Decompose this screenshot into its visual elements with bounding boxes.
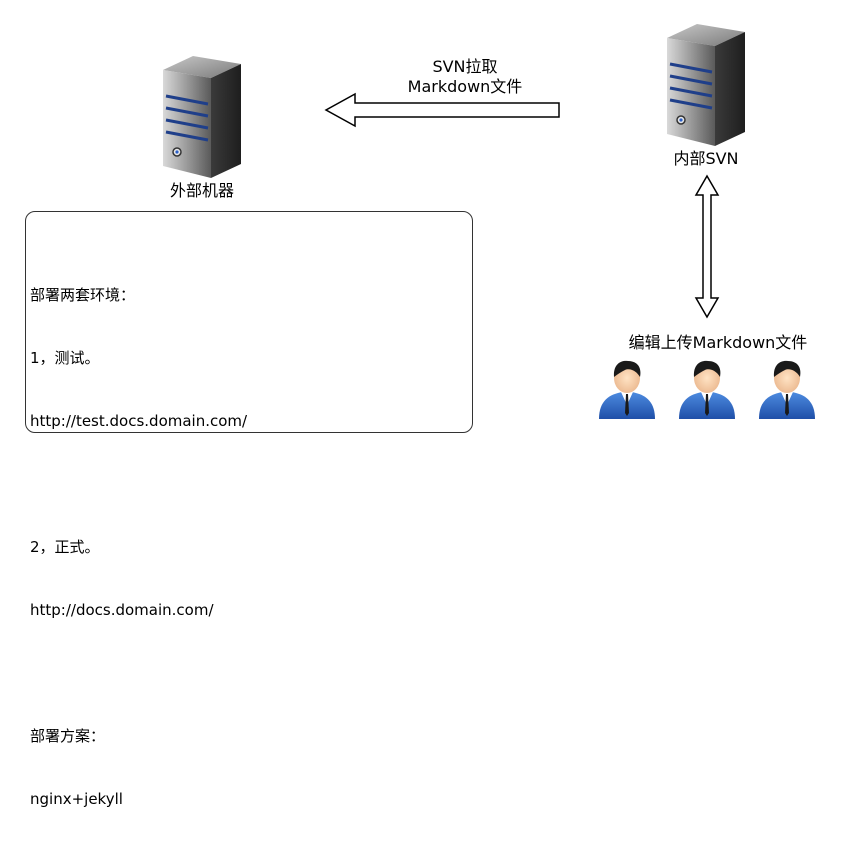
- pull-arrow-label-line2: Markdown文件: [407, 77, 523, 96]
- note-line: nginx+jekyll: [30, 790, 123, 808]
- diagram-canvas: [163, 24, 815, 419]
- note-line: 部署两套环境：: [30, 286, 136, 304]
- server-icon: [163, 56, 241, 178]
- user-icon: [759, 360, 815, 419]
- note-line: 部署方案：: [30, 727, 106, 745]
- note-line: ​: [30, 474, 247, 495]
- pull-arrow-label: SVN拉取 Markdown文件: [380, 57, 550, 97]
- server-icon: [667, 24, 745, 146]
- note-line: http://docs.domain.com/: [30, 601, 214, 619]
- deployment-note-text: 部署两套环境： 1，测试。 http://test.docs.domain.co…: [30, 243, 247, 852]
- note-line: http://test.docs.domain.com/: [30, 412, 248, 430]
- note-line: ​: [30, 663, 247, 684]
- external-machine-label: 外部机器: [169, 181, 234, 200]
- pull-arrow-label-line1: SVN拉取: [432, 57, 498, 76]
- deployment-note-box: 部署两套环境： 1，测试。 http://test.docs.domain.co…: [25, 211, 473, 808]
- user-icon: [679, 360, 735, 419]
- internal-svn-label: 内部SVN: [673, 149, 739, 168]
- editors-label: 编辑上传Markdown文件: [628, 333, 808, 352]
- user-icon: [599, 360, 655, 419]
- pull-arrow: [324, 92, 560, 128]
- note-line: 2，正式。: [30, 538, 100, 556]
- note-line: 1，测试。: [30, 349, 100, 367]
- bidirectional-arrow: [694, 174, 720, 319]
